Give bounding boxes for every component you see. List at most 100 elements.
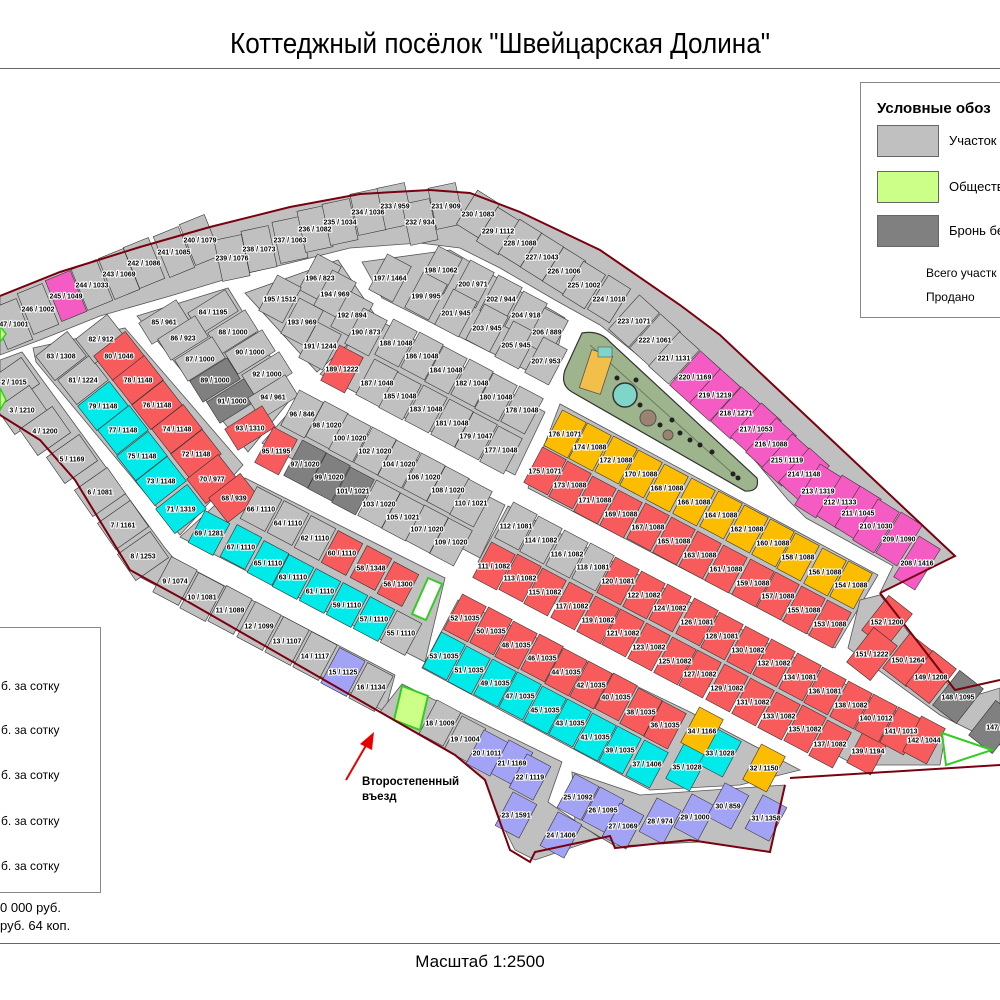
plot-242[interactable]: [122, 237, 166, 289]
plot-223[interactable]: [608, 294, 660, 348]
plot-59[interactable]: [325, 582, 369, 628]
plot-163[interactable]: [678, 530, 722, 580]
plot-129[interactable]: [705, 663, 749, 713]
plot-131[interactable]: [731, 677, 775, 727]
plot-225[interactable]: [561, 260, 607, 310]
plot-47[interactable]: [498, 671, 542, 721]
plot-9[interactable]: [152, 556, 198, 606]
plot-149[interactable]: [905, 650, 957, 704]
plot-22[interactable]: [508, 753, 552, 801]
plot-113[interactable]: [498, 553, 542, 603]
plot-43[interactable]: [548, 698, 592, 748]
plot-58[interactable]: [349, 545, 393, 591]
plot-24[interactable]: [539, 811, 583, 859]
plot-161[interactable]: [704, 544, 748, 594]
plot-68[interactable]: [208, 473, 260, 523]
plot-231[interactable]: [427, 182, 465, 230]
plot-73[interactable]: [135, 456, 187, 506]
plot-40[interactable]: [594, 672, 638, 722]
plot-197[interactable]: [368, 253, 412, 303]
plot-235[interactable]: [321, 198, 359, 246]
plot-122[interactable]: [622, 570, 666, 620]
plot-36[interactable]: [643, 700, 687, 750]
plot-75[interactable]: [116, 431, 168, 481]
plot-165[interactable]: [652, 516, 696, 566]
plot-8[interactable]: [117, 531, 169, 581]
plot-195[interactable]: [258, 274, 302, 324]
plot-64[interactable]: [266, 500, 310, 546]
plot-203[interactable]: [465, 303, 509, 353]
plot-39[interactable]: [598, 725, 642, 775]
plot-118[interactable]: [571, 542, 615, 592]
plot-110[interactable]: [449, 478, 493, 528]
plot-184[interactable]: [424, 345, 468, 395]
plot-190[interactable]: [344, 307, 388, 357]
plot-162[interactable]: [725, 504, 769, 554]
plot-171[interactable]: [573, 475, 617, 525]
plot-180[interactable]: [474, 372, 518, 422]
plot-221[interactable]: [648, 331, 700, 385]
plot-166[interactable]: [672, 477, 716, 527]
plot-174[interactable]: [568, 422, 612, 472]
plot-133[interactable]: [757, 691, 801, 741]
plot-185[interactable]: [378, 371, 422, 421]
plot-135[interactable]: [783, 704, 827, 754]
plot-50[interactable]: [469, 606, 513, 656]
plot-69[interactable]: [187, 510, 231, 556]
plot-136[interactable]: [803, 666, 847, 716]
plot-151[interactable]: [846, 627, 898, 681]
plot-55[interactable]: [379, 610, 423, 656]
plot-120[interactable]: [596, 556, 640, 606]
plot-62[interactable]: [293, 515, 337, 561]
plot-119[interactable]: [576, 595, 620, 645]
plot-224[interactable]: [586, 274, 632, 324]
plot-169[interactable]: [599, 489, 643, 539]
plot-86[interactable]: [157, 315, 209, 361]
plot-219[interactable]: [689, 368, 741, 422]
plot-130[interactable]: [726, 625, 770, 675]
plot-57[interactable]: [352, 596, 396, 642]
plot-142[interactable]: [902, 715, 946, 765]
plot-44[interactable]: [544, 647, 588, 697]
plot-5[interactable]: [46, 434, 98, 484]
plot-45[interactable]: [523, 685, 567, 735]
plot-117[interactable]: [550, 581, 594, 631]
plot-112[interactable]: [494, 501, 538, 551]
plot-132[interactable]: [752, 638, 796, 688]
plot-137[interactable]: [808, 719, 852, 769]
plot-29[interactable]: [673, 793, 717, 841]
plot-99[interactable]: [307, 452, 351, 502]
plot-41[interactable]: [573, 712, 617, 762]
plot-159[interactable]: [731, 558, 775, 608]
plot-246[interactable]: [16, 283, 60, 335]
plot-183[interactable]: [404, 384, 448, 434]
plot-42[interactable]: [569, 660, 613, 710]
plot-46[interactable]: [520, 633, 564, 683]
plot-201[interactable]: [434, 288, 478, 338]
plot-168[interactable]: [645, 463, 689, 513]
plot-4[interactable]: [19, 406, 71, 456]
plot-128[interactable]: [700, 611, 744, 661]
plot-87[interactable]: [174, 336, 226, 382]
plot-247[interactable]: [0, 298, 34, 350]
plot-191[interactable]: [298, 321, 342, 371]
plot-148[interactable]: [932, 670, 984, 724]
plot-164[interactable]: [699, 490, 743, 540]
plot-101[interactable]: [331, 466, 375, 516]
plot-28[interactable]: [638, 797, 682, 845]
plot-121[interactable]: [601, 608, 645, 658]
plot-127[interactable]: [678, 649, 722, 699]
plot-147[interactable]: [968, 700, 1000, 754]
plot-65[interactable]: [246, 540, 290, 586]
plot-66[interactable]: [239, 486, 283, 532]
plot-60[interactable]: [320, 530, 364, 576]
plot-205[interactable]: [494, 320, 538, 370]
plot-178[interactable]: [500, 385, 544, 435]
plot-78[interactable]: [112, 355, 164, 405]
plot-115[interactable]: [523, 567, 567, 617]
plot-16[interactable]: [348, 662, 394, 712]
plot-188[interactable]: [374, 318, 418, 368]
plot-93[interactable]: [224, 405, 276, 451]
plot-95[interactable]: [254, 426, 298, 476]
plot-90[interactable]: [224, 329, 276, 375]
